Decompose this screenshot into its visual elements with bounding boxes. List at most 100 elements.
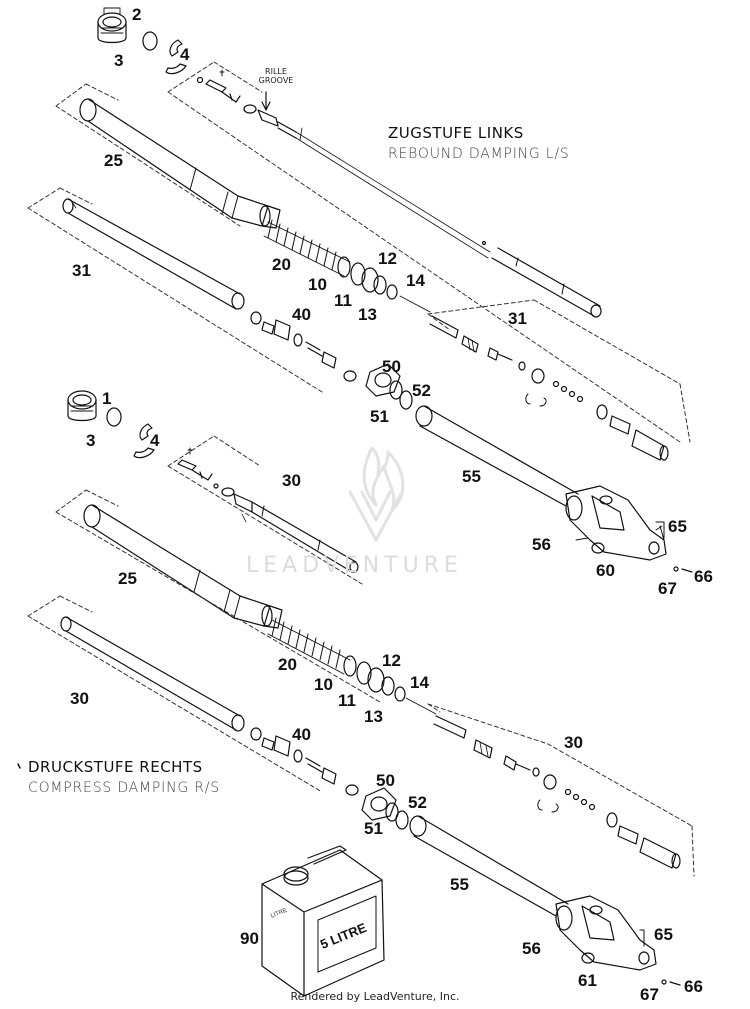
- callout-30-lower-left: 30: [70, 689, 89, 708]
- valve-parts-40-lower: [250, 727, 359, 796]
- leader-lines-upper: [575, 525, 663, 541]
- top-cap-lower: [67, 390, 97, 422]
- callout-65-lower: 65: [654, 925, 673, 944]
- valve-stack-upper: [429, 315, 669, 461]
- spring-seat-parts-upper: [337, 256, 431, 313]
- callout-3-upper: 3: [114, 51, 124, 70]
- callout-52-upper: 52: [412, 381, 431, 400]
- damper-tube-upper: [491, 247, 602, 318]
- washer-67-upper: [673, 566, 679, 572]
- callout-11-lower: 11: [338, 691, 356, 710]
- seal-parts-upper: [365, 363, 413, 410]
- top-cap-upper: [97, 7, 127, 44]
- bracket-right-lower: [427, 703, 695, 877]
- callout-13-upper: 13: [358, 305, 377, 324]
- screw-65-lower: [639, 929, 645, 947]
- callout-67-lower: 67: [640, 985, 659, 1004]
- callout-10-lower: 10: [314, 675, 333, 694]
- bracket-rod-lower: [167, 435, 363, 585]
- inner-tube-upper: [62, 198, 245, 310]
- bracket-rod-upper: [167, 61, 681, 443]
- callout-40-lower: 40: [292, 725, 311, 744]
- callout-51-lower: 51: [364, 819, 383, 838]
- slider-upper: [415, 405, 579, 507]
- screw-65-upper: [659, 521, 665, 539]
- lower-subtitle: COMPRESS DAMPING R/S: [28, 780, 220, 796]
- screw-66-lower: [669, 981, 681, 986]
- footer-credit: Rendered by LeadVenture, Inc.: [290, 990, 460, 1003]
- callout-30-lower-right: 30: [564, 733, 583, 752]
- callout-25-upper: 25: [104, 151, 123, 170]
- callout-55-lower: 55: [450, 875, 469, 894]
- callout-20-upper: 20: [272, 255, 291, 274]
- o-ring-lower: [106, 407, 122, 427]
- inner-tube-lower: [60, 616, 245, 732]
- callout-2-upper: 2: [132, 5, 142, 24]
- upper-fork-assembly: [27, 7, 693, 573]
- callout-14-lower: 14: [410, 673, 429, 692]
- callout-65-upper: 65: [668, 517, 687, 536]
- callout-55-upper: 55: [462, 467, 481, 486]
- callout-40-upper: 40: [292, 305, 311, 324]
- spring-seat-parts-lower: [343, 655, 437, 715]
- bracket-inner-lower: [27, 595, 323, 793]
- valve-stack-lower: [433, 715, 681, 869]
- upper-subtitle: REBOUND DAMPING L/S: [388, 146, 570, 162]
- lower-fork-assembly: [27, 390, 695, 997]
- title-tick: [17, 763, 21, 769]
- callout-31-upper-right: 31: [508, 309, 527, 328]
- callout-66-lower: 66: [684, 977, 703, 996]
- groove-arrow: [261, 91, 271, 111]
- bracket-outer-upper: [55, 83, 241, 227]
- callout-4-lower: 4: [150, 431, 160, 450]
- callout-50-lower: 50: [376, 771, 395, 790]
- spring-lower: [267, 617, 351, 675]
- slider-lower: [409, 815, 569, 917]
- axle-lug-upper: [565, 485, 667, 561]
- callout-14-upper: 14: [406, 271, 425, 290]
- outer-tube-upper: [79, 98, 281, 229]
- callout-66-upper: 66: [694, 567, 713, 586]
- upper-title: ZUGSTUFE LINKS: [388, 124, 524, 142]
- callout-1: 1: [102, 389, 112, 408]
- callout-52-lower: 52: [408, 793, 427, 812]
- callout-3-lower: 3: [86, 431, 96, 450]
- callout-67-upper: 67: [658, 579, 677, 598]
- bracket-right-upper: [427, 299, 691, 443]
- callout-60: 60: [596, 561, 615, 580]
- washer-67-lower: [661, 979, 667, 985]
- callout-61: 61: [578, 971, 597, 990]
- callout-56-upper: 56: [532, 535, 551, 554]
- callout-12-upper: 12: [378, 249, 397, 268]
- seal-parts-lower: [361, 787, 409, 830]
- adjuster-parts-lower: [177, 447, 219, 489]
- screw-66-upper: [681, 568, 693, 573]
- watermark-logo: [348, 446, 405, 542]
- groove-note: RILLE GROOVE: [258, 67, 294, 85]
- callout-11-upper: 11: [334, 291, 352, 310]
- outer-tube-lower: [83, 504, 283, 629]
- piston-rod-upper: [243, 104, 491, 259]
- oil-can: [261, 845, 385, 997]
- callout-31-upper-left: 31: [72, 261, 91, 280]
- watermark-text: LEADVENTURE: [246, 553, 463, 578]
- callout-13-lower: 13: [364, 707, 383, 726]
- callout-25-lower: 25: [118, 569, 137, 588]
- callout-56-lower: 56: [522, 939, 541, 958]
- o-ring-upper: [142, 31, 158, 51]
- bracket-outer-lower: [55, 489, 381, 703]
- axle-lug-lower: [555, 895, 657, 971]
- bracket-inner-upper: [27, 187, 323, 393]
- valve-parts-40-upper: [250, 311, 357, 382]
- callout-10-upper: 10: [308, 275, 327, 294]
- callout-51-upper: 51: [370, 407, 389, 426]
- callout-12-lower: 12: [382, 651, 401, 670]
- adjuster-parts-upper: [196, 69, 241, 103]
- split-rings-upper: [165, 39, 187, 75]
- lower-title: DRUCKSTUFE RECHTS: [28, 758, 203, 776]
- callout-4-upper: 4: [180, 45, 190, 64]
- callout-30-lower-top: 30: [282, 471, 301, 490]
- callout-50-upper: 50: [382, 357, 401, 376]
